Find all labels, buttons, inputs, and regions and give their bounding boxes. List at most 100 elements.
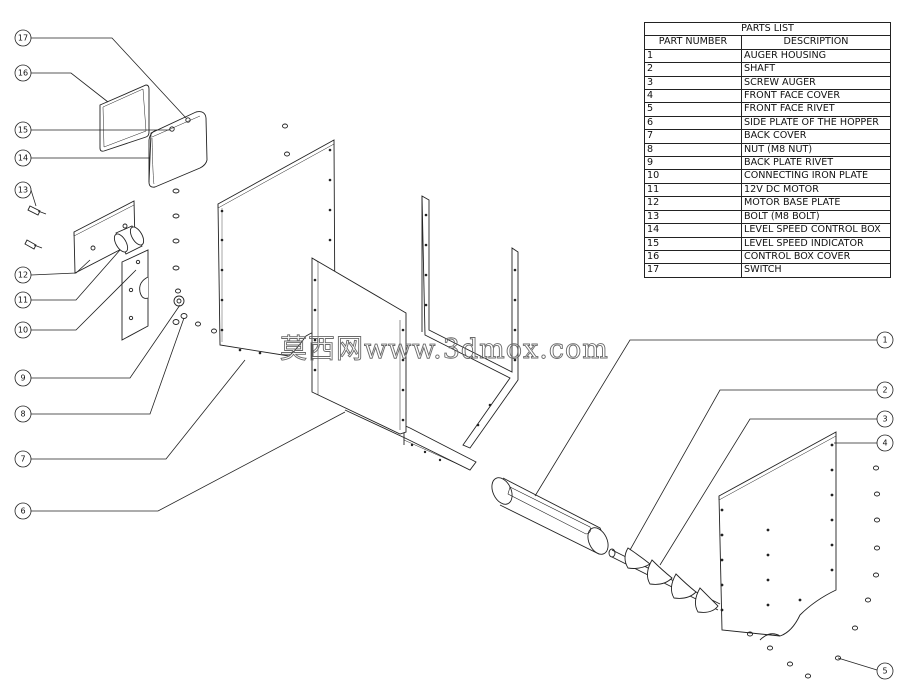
part-description-cell: SCREW AUGER — [741, 75, 891, 91]
dc-motor-part — [113, 225, 145, 255]
svg-text:6: 6 — [20, 507, 25, 516]
part-number-cell: 4 — [644, 89, 742, 104]
part-description-cell: LEVEL SPEED INDICATOR — [741, 236, 891, 251]
level-speed-control-box-part — [148, 111, 208, 188]
part-number-cell: 9 — [644, 156, 742, 171]
part-number-cell: 17 — [644, 263, 742, 278]
callout-10: 10 — [14, 321, 32, 339]
part-number-cell: 2 — [644, 62, 742, 77]
part-number-cell: 14 — [644, 223, 742, 238]
callout-16: 16 — [14, 64, 32, 82]
svg-text:2: 2 — [882, 386, 887, 395]
svg-text:15: 15 — [18, 126, 28, 135]
part-number-cell: 10 — [644, 169, 742, 184]
part-number-cell: 7 — [644, 129, 742, 144]
part-number-cell: 16 — [644, 249, 742, 265]
part-number-cell: 8 — [644, 142, 742, 158]
callout-7: 7 — [14, 450, 32, 468]
rivet-and-nut-parts — [172, 288, 188, 325]
part-description-cell: BACK COVER — [741, 129, 891, 144]
callout-14: 14 — [14, 149, 32, 167]
svg-text:9: 9 — [20, 374, 25, 383]
svg-text:13: 13 — [18, 186, 28, 195]
part-description-cell: CONNECTING IRON PLATE — [741, 169, 891, 184]
svg-text:4: 4 — [882, 439, 887, 448]
leader-lines — [30, 37, 878, 671]
part-description-cell: FRONT FACE COVER — [741, 89, 891, 104]
svg-text:12: 12 — [18, 271, 28, 280]
part-number-cell: 6 — [644, 115, 742, 131]
part-description-cell: AUGER HOUSING — [741, 48, 891, 64]
part-description-cell: BACK PLATE RIVET — [741, 156, 891, 171]
hopper-rear-frame-part — [421, 195, 519, 449]
svg-text:5: 5 — [882, 667, 887, 676]
callout-12: 12 — [14, 266, 32, 284]
svg-text:16: 16 — [18, 69, 28, 78]
part-number-cell: 12 — [644, 196, 742, 211]
front-face-cover-part — [718, 431, 837, 641]
auger-housing-part — [491, 477, 609, 555]
part-description-cell: BOLT (M8 BOLT) — [741, 209, 891, 225]
part-description-cell: MOTOR BASE PLATE — [741, 196, 891, 211]
callout-15: 15 — [14, 121, 32, 139]
svg-text:7: 7 — [20, 455, 25, 464]
callout-6: 6 — [14, 502, 32, 520]
part-number-cell: 3 — [644, 75, 742, 91]
svg-text:10: 10 — [18, 326, 28, 335]
callout-4: 4 — [876, 434, 894, 452]
parts-list-title: PARTS LIST — [644, 21, 891, 37]
part-description-cell: SIDE PLATE OF THE HOPPER — [741, 115, 891, 131]
part-description-cell: SHAFT — [741, 62, 891, 77]
part-number-cell: 5 — [644, 102, 742, 117]
callout-3: 3 — [876, 410, 894, 428]
watermark-text: 莫西网www.3dmox.com — [280, 334, 609, 365]
part-number-cell: 11 — [644, 182, 742, 198]
back-plate-rivets — [195, 123, 290, 334]
part-number-cell: 15 — [644, 236, 742, 251]
callout-11: 11 — [14, 291, 32, 309]
part-number-cell: 13 — [644, 209, 742, 225]
bolt-part — [24, 205, 47, 250]
callout-17: 17 — [14, 29, 32, 47]
side-plate-hopper-part — [311, 257, 407, 435]
callout-13: 13 — [14, 181, 32, 199]
screw-auger-part — [608, 547, 721, 613]
part-description-cell: SWITCH — [741, 263, 891, 278]
svg-text:11: 11 — [18, 296, 28, 305]
callout-2: 2 — [876, 381, 894, 399]
part-description-cell: FRONT FACE RIVET — [741, 102, 891, 117]
part-description-cell: NUT (M8 NUT) — [741, 142, 891, 158]
svg-text:14: 14 — [18, 154, 28, 163]
front-face-rivets-part — [746, 465, 881, 679]
callout-5: 5 — [876, 662, 894, 680]
connecting-iron-plate-part — [121, 249, 149, 341]
part-description-cell: 12V DC MOTOR — [741, 182, 891, 198]
callout-9: 9 — [14, 369, 32, 387]
svg-text:17: 17 — [18, 34, 28, 43]
part-number-cell: 1 — [644, 48, 742, 64]
description-header: DESCRIPTION — [741, 35, 891, 50]
part-number-header: PART NUMBER — [644, 35, 742, 50]
control-box-cover-part — [99, 84, 150, 152]
svg-text:3: 3 — [882, 415, 887, 424]
